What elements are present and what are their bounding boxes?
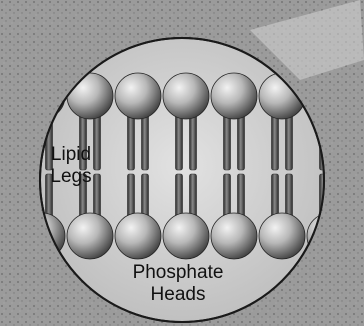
phosphate-head-bottom <box>211 213 257 259</box>
phosphate-head-top <box>211 73 257 119</box>
label-lipid-legs-line1: Lipid <box>40 144 102 166</box>
phosphate-head-top <box>163 73 209 119</box>
phosphate-head-top <box>115 73 161 119</box>
phosphate-head-bottom <box>115 213 161 259</box>
label-phosphate-heads-line2: Heads <box>120 284 236 306</box>
label-phosphate-heads: Phosphate Heads <box>120 262 236 306</box>
label-phosphate-heads-line1: Phosphate <box>120 262 236 284</box>
label-lipid-legs-line2: Legs <box>40 166 102 188</box>
phosphate-head-bottom <box>163 213 209 259</box>
phosphate-head-bottom <box>259 213 305 259</box>
label-lipid-legs: Lipid Legs <box>40 144 102 188</box>
phosphate-head-bottom <box>67 213 113 259</box>
